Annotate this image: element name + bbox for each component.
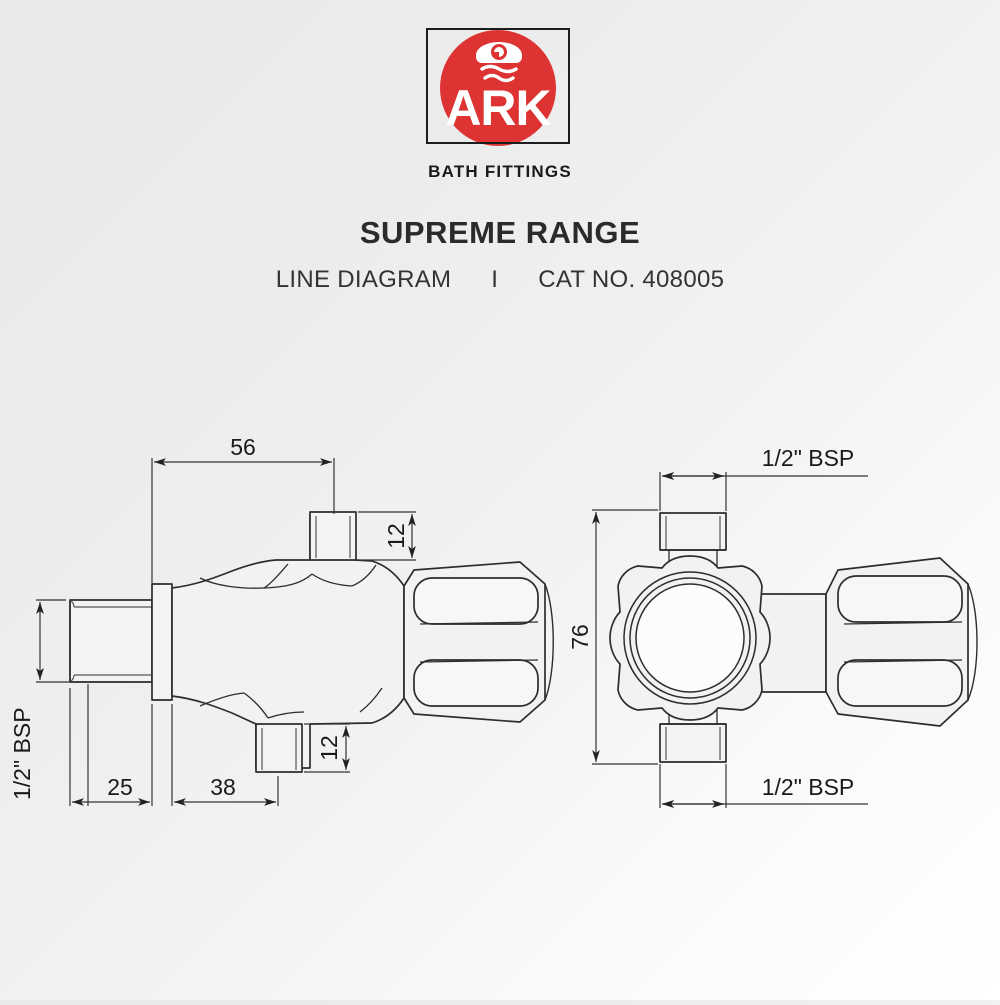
handle-knob-side (403, 561, 554, 723)
dim-76: 76 (567, 509, 658, 765)
dim-12-top-label: 12 (383, 523, 409, 549)
dim-56-label: 56 (230, 434, 256, 460)
dim-76-label: 76 (567, 624, 593, 650)
subtitle-separator: I (491, 266, 499, 293)
subtitle-left: LINE DIAGRAM (275, 266, 452, 293)
dim-12-bottom: 12 (304, 723, 350, 773)
inlet-flange (151, 583, 173, 701)
bath-shower-emblem-icon (472, 42, 526, 84)
logo-wordmark: ARK (445, 80, 551, 136)
dim-12-bottom-label: 12 (316, 735, 342, 761)
dim-25-label: 25 (107, 774, 133, 800)
dim-inlet-thread-label: 1/2" BSP (9, 707, 35, 800)
gear-hub (609, 555, 771, 721)
ark-logo: ARK (426, 28, 574, 148)
dim-56: 56 (151, 434, 335, 586)
dim-12-top: 12 (358, 511, 416, 561)
dim-38: 38 (171, 704, 279, 806)
top-connector (659, 512, 727, 573)
dim-thread-bottom: 1/2" BSP (659, 764, 868, 808)
top-outlet-stub (309, 511, 357, 561)
left-side-view (69, 511, 554, 773)
page-title: SUPREME RANGE (359, 215, 641, 250)
bottom-outlet-stub (255, 723, 303, 773)
dim-thread-bottom-label: 1/2" BSP (762, 774, 855, 800)
page-subtitle: LINE DIAGRAM I CAT NO. 408005 (0, 266, 1000, 294)
right-view-dimensions: 76 1/2" BSP 1/2" BSP (567, 445, 868, 808)
bottom-connector (659, 702, 727, 763)
dim-thread-top-label: 1/2" BSP (762, 445, 855, 471)
inlet-pipe (69, 599, 153, 683)
logo-tagline: BATH FITTINGS (428, 162, 572, 181)
right-front-view (609, 512, 978, 763)
handle-knob-front (825, 557, 978, 727)
dim-38-label: 38 (210, 774, 236, 800)
left-view-dimensions: 56 25 38 (9, 434, 416, 806)
dim-25: 25 (69, 688, 153, 806)
body-neck (762, 593, 827, 693)
dim-thread-top: 1/2" BSP (659, 445, 868, 511)
valve-body (171, 515, 405, 769)
dim-inlet-thread: 1/2" BSP (9, 599, 124, 806)
subtitle-catalog-no: CAT NO. 408005 (538, 266, 725, 293)
logo-frame-border (426, 28, 570, 144)
